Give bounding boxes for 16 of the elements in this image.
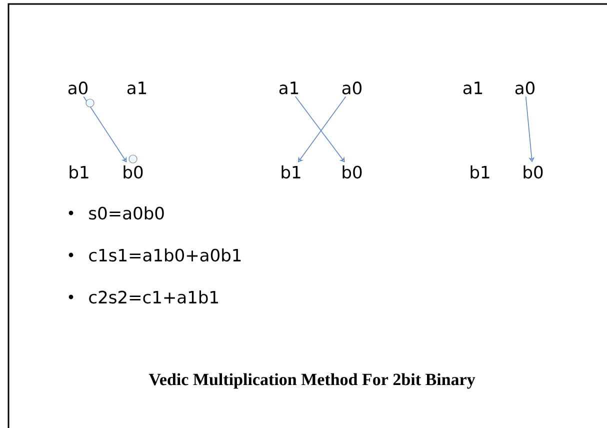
variable-label: a1 [127, 82, 146, 94]
bullet-item: s0=a0b0 [68, 206, 164, 220]
variable-label: b1 [70, 165, 88, 179]
caption: Vedic Multiplication Method For 2bit Binary [148, 373, 476, 389]
variable-label: a0 [68, 82, 88, 94]
variable-label: b0 [342, 165, 362, 179]
bullet-item: c2s2=c1+a1b1 [68, 290, 218, 304]
variable-label: a0 [515, 82, 534, 94]
variable-label: b0 [124, 165, 143, 179]
variable-label: b0 [524, 165, 543, 179]
variable-label: b1 [282, 165, 300, 179]
bullet-item: c1s1=a1b0+a0b1 [68, 248, 241, 262]
variable-label: a1 [463, 82, 482, 94]
variable-label: b1 [470, 165, 490, 179]
variable-label: a1 [279, 82, 298, 94]
variable-label: a0 [342, 82, 362, 94]
